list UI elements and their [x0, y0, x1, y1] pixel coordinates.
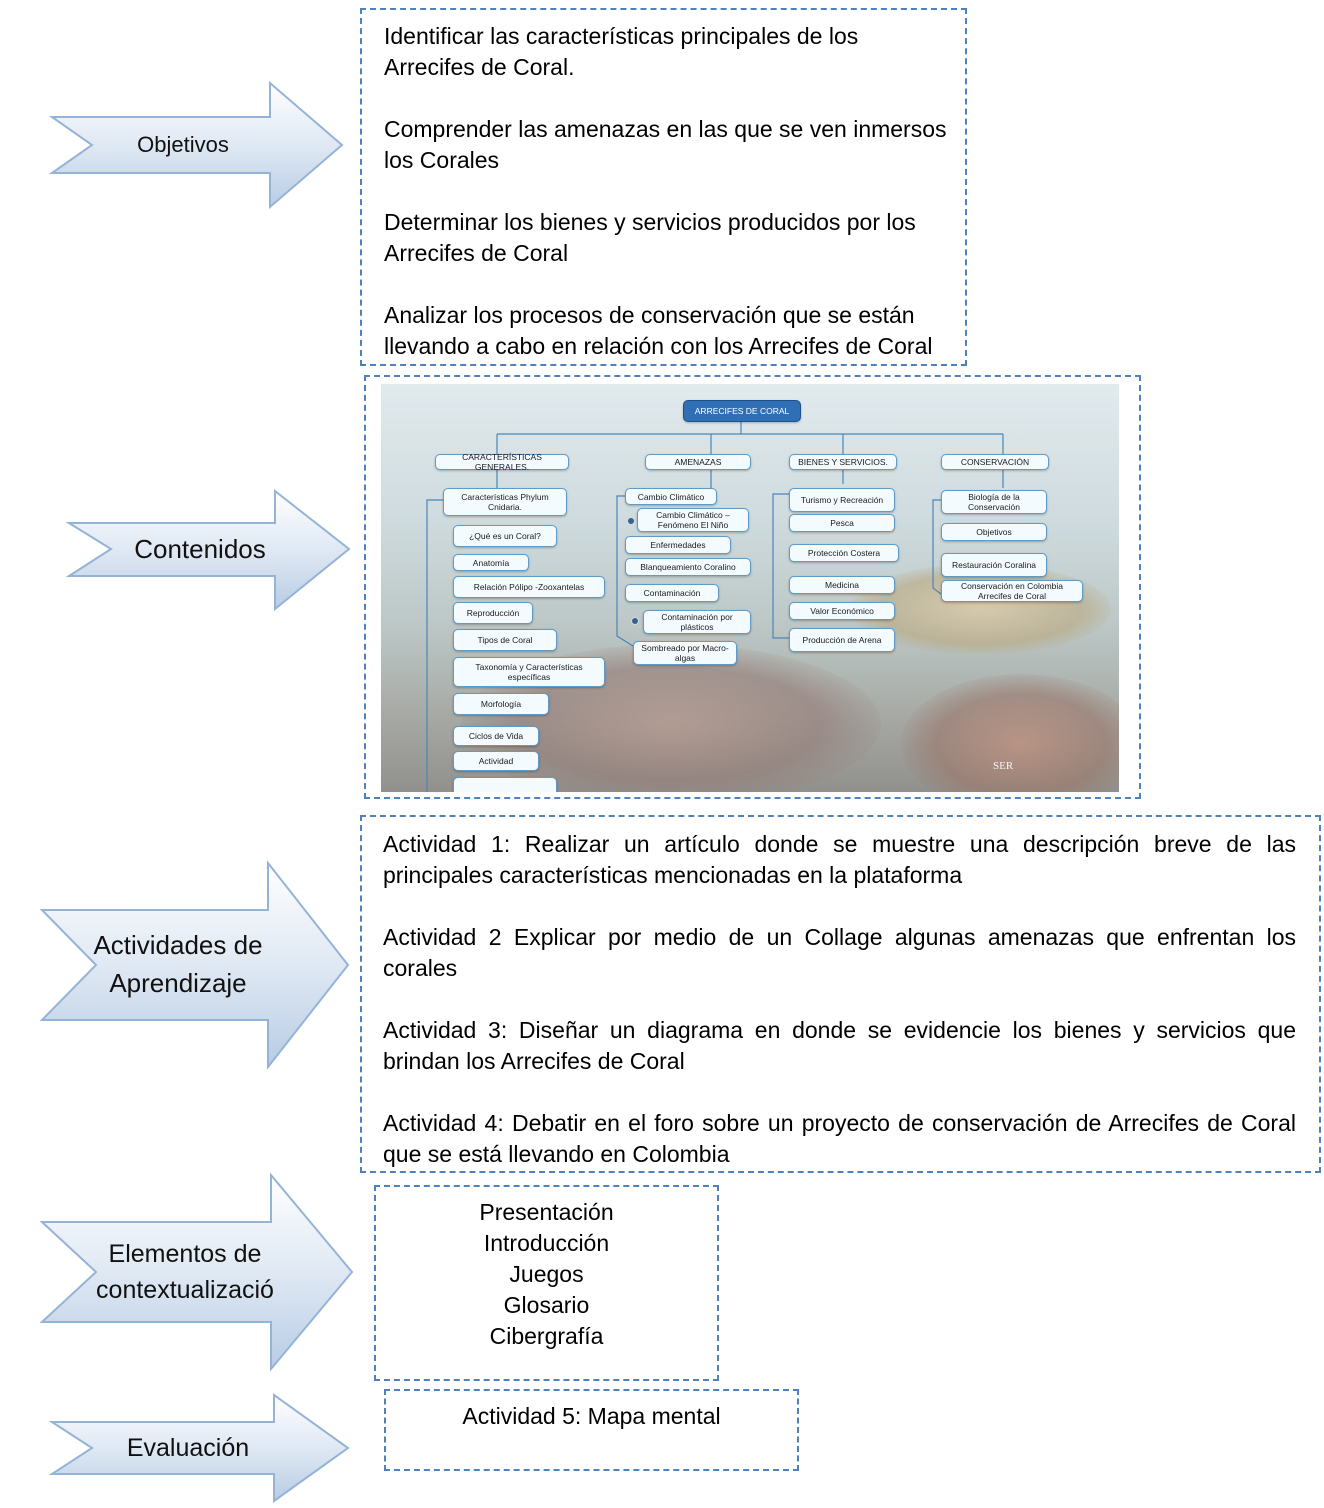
- map-branch-caracteristicas: CARACTERÍSTICAS GENERALES.: [435, 452, 569, 472]
- map-item: Anatomía: [453, 554, 529, 571]
- elementos-box: Presentación Introducción Juegos Glosari…: [374, 1185, 719, 1381]
- actividad-4: Actividad 4: Debatir en el foro sobre un…: [383, 1110, 1296, 1167]
- arrow-elementos: Elementos de contextualizació: [38, 1172, 358, 1372]
- actividad-2: Actividad 2 Explicar por medio de un Col…: [383, 924, 1296, 981]
- map-item: Medicina: [789, 576, 895, 594]
- map-item: Valor Económico: [789, 602, 895, 620]
- arrow-actividades: Actividades de Aprendizaje: [38, 860, 353, 1070]
- map-item: Protección Costera: [789, 544, 899, 562]
- map-item: Relación Pólipo -Zooxantelas: [453, 576, 605, 598]
- map-item: Morfología: [453, 693, 549, 715]
- evaluacion-item: Actividad 5: Mapa mental: [462, 1403, 721, 1429]
- arrow-objetivos: Objetivos: [48, 80, 348, 210]
- elemento-item: Presentación: [479, 1199, 614, 1225]
- elemento-item: Introducción: [483, 1230, 610, 1256]
- objetivo-2: Comprender las amenazas en las que se ve…: [384, 116, 947, 173]
- map-item: Cambio Climático: [625, 488, 717, 505]
- objetivo-1: Identificar las características principa…: [384, 23, 859, 80]
- evaluacion-box: Actividad 5: Mapa mental: [384, 1389, 799, 1471]
- arrow-label-contenidos: Contenidos: [134, 533, 266, 564]
- actividad-3: Actividad 3: Diseñar un diagrama en dond…: [383, 1017, 1296, 1074]
- map-item: Taxonomía y Características específicas: [453, 657, 605, 687]
- ser-logo: SER: [993, 760, 1014, 772]
- map-branch-bienes: BIENES Y SERVICIOS.: [789, 454, 897, 470]
- map-item: Biología de la Conservación: [941, 490, 1047, 514]
- arrow-label-actividades: Actividades de Aprendizaje: [93, 930, 263, 998]
- map-item: Restauración Coralina: [941, 553, 1047, 577]
- elemento-item: Cibergrafía: [489, 1323, 604, 1349]
- arrow-label-evaluacion: Evaluación: [126, 1433, 250, 1462]
- actividad-1: Actividad 1: Realizar un artículo donde …: [383, 831, 1296, 888]
- map-item: Actividad: [453, 751, 539, 771]
- contenidos-box: [364, 375, 1141, 799]
- map-item: Cambio Climático – Fenómeno El Niño: [637, 508, 749, 532]
- elemento-item: Glosario: [503, 1292, 590, 1318]
- bullet-dot: [631, 617, 639, 625]
- map-item: Reproducción: [453, 602, 533, 624]
- map-node-root: ARRECIFES DE CORAL: [683, 400, 801, 422]
- map-item: ¿Qué es un Coral?: [453, 525, 557, 547]
- map-item: Contaminación: [625, 584, 719, 602]
- arrow-label-elementos: Elementos de contextualizació: [96, 1239, 274, 1304]
- objetivo-3: Determinar los bienes y servicios produc…: [384, 209, 916, 266]
- arrow-evaluacion: Evaluación: [48, 1392, 353, 1504]
- map-item: Sombreado por Macro-algas: [633, 641, 737, 665]
- arrow-contenidos: Contenidos: [65, 488, 355, 613]
- arrow-shape: [48, 80, 344, 210]
- map-item: Contaminación por plásticos: [643, 610, 751, 634]
- map-item: Ciclos de Vida: [453, 726, 539, 746]
- arrow-label-objetivos: Objetivos: [137, 132, 229, 158]
- map-branch-amenazas: AMENAZAS: [645, 454, 751, 470]
- map-item: Turismo y Recreación: [789, 488, 895, 512]
- bullet-dot: [627, 517, 635, 525]
- map-item-cut: [453, 777, 557, 792]
- map-item: Producción de Arena: [789, 628, 895, 652]
- objetivo-4: Analizar los procesos de conservación qu…: [384, 302, 933, 359]
- objetivos-box: Identificar las características principa…: [360, 8, 967, 366]
- map-item: Blanqueamiento Coralino: [625, 558, 751, 576]
- map-branch-conservacion: CONSERVACIÓN: [941, 454, 1049, 470]
- map-item: Tipos de Coral: [453, 629, 557, 651]
- arrow-shape: [39, 860, 350, 1070]
- arrow-shape: [48, 1393, 350, 1503]
- map-item: Objetivos: [941, 523, 1047, 541]
- elemento-item: Juegos: [509, 1261, 584, 1287]
- map-item: Conservación en Colombia Arrecifes de Co…: [941, 580, 1083, 602]
- concept-map-connectors: [426, 421, 1004, 792]
- map-item: Enfermedades: [625, 536, 731, 554]
- arrow-shape: [39, 1172, 354, 1372]
- map-item: Pesca: [789, 514, 895, 532]
- arrow-shape: [65, 488, 351, 612]
- actividades-box: Actividad 1: Realizar un artículo donde …: [360, 815, 1321, 1173]
- map-item: Características Phylum Cnidaria.: [443, 488, 567, 516]
- concept-map-image: ARRECIFES DE CORAL CARACTERÍSTICAS GENER…: [381, 384, 1119, 792]
